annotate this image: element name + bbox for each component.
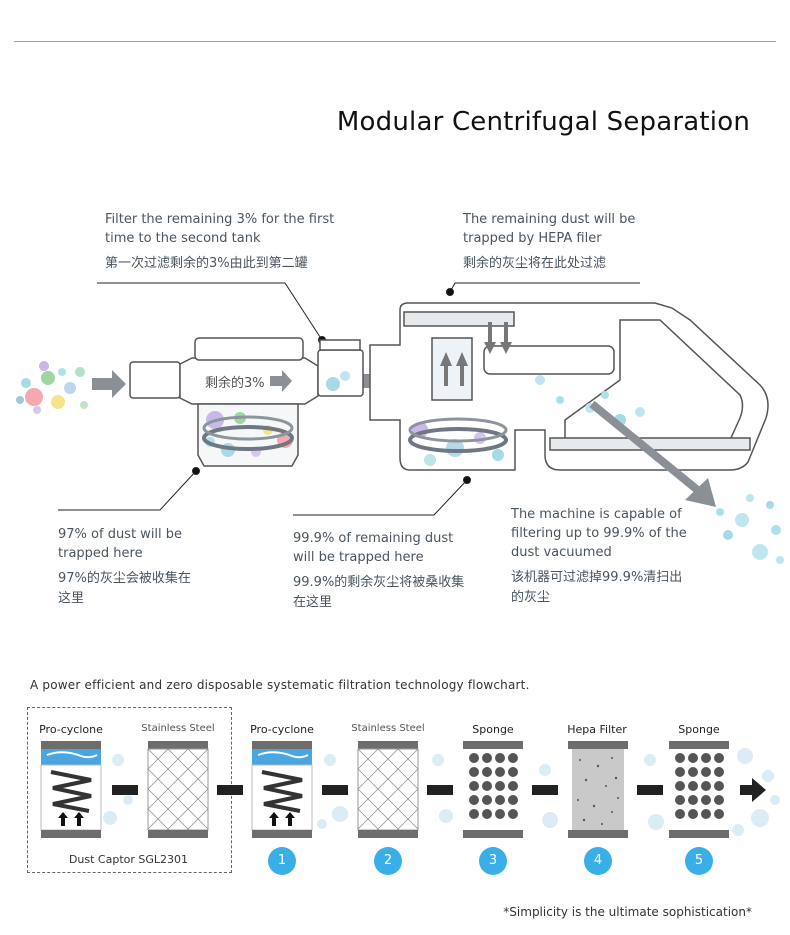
stage-label-cyclone-group: Pro-cyclone [39,723,103,736]
stage-label-hepa: Hepa Filter [567,723,627,736]
leader-dot-dust97 [192,467,200,475]
vacuum-body [369,302,769,471]
stage-label-mesh-group: Stainless Steel [141,723,215,734]
annotation-machine: The machine is capable of filtering up t… [511,505,691,608]
annotation-dust999-cn: 99.9%的剩余灰尘将被桑收集在这里 [293,575,465,610]
annotation-first-filter: Filter the remaining 3% for the first ti… [105,210,335,274]
leader-dot-dust999 [463,476,471,484]
annotation-first-filter-cn: 第一次过滤剩余的3%由此到第二罐 [105,256,308,271]
device-illustration: 剩余的3% [16,282,784,564]
stage-mesh [357,741,419,838]
leader-line-first-filter [97,282,323,341]
incoming-dust-particles [16,361,88,414]
step-badge-1: 1 [268,847,296,875]
exhaust-particles [716,494,784,564]
annotation-machine-cn: 该机器可过滤掉99.9%清扫出的灰尘 [511,570,683,605]
stage-label-sponge-final: Sponge [678,723,720,736]
flowchart-background-particles [103,748,780,836]
leader-line-dust97 [58,470,197,511]
leader-lines [58,282,640,516]
step-badge-2: 2 [374,847,402,875]
stage-cyclone-group [40,741,102,838]
top-divider [14,41,776,42]
annotation-hepa-cn: 剩余的灰尘将在此处过滤 [463,256,607,271]
hepa-arrows [440,322,512,386]
stage-label-sponge: Sponge [472,723,514,736]
annotation-machine-en: The machine is capable of filtering up t… [511,507,687,560]
stage-hepa [568,741,628,838]
annotation-hepa-en: The remaining dust will be trapped by HE… [463,212,636,246]
stage-connectors [112,778,766,802]
leader-line-dust999 [293,479,468,516]
annotation-dust97-cn: 97%的灰尘会被收集在这里 [58,571,191,606]
footer-slogan: *Simplicity is the ultimate sophisticati… [503,905,752,919]
leader-line-hepa [449,282,640,293]
flowchart-caption: A power efficient and zero disposable sy… [30,678,530,692]
leader-dot-hepa [446,288,454,296]
flowchart-diagram [40,741,780,838]
stage-cyclone [251,741,313,838]
stage-sponge [463,741,523,838]
step-badge-4: 4 [584,847,612,875]
annotation-dust97-en: 97% of dust will be trapped here [58,527,183,561]
remaining-3-percent-label: 剩余的3% [205,375,265,391]
inner-arrow-icon [270,370,292,392]
stage-label-mesh: Stainless Steel [351,723,425,734]
body-dust [535,375,645,426]
step-badge-5: 5 [685,847,713,875]
second-tank-dust [408,417,508,466]
annotation-dust97: 97% of dust will be trapped here 97%的灰尘会… [58,525,198,609]
first-tank-dust [202,411,294,457]
connector-module [317,339,364,397]
annotation-dust999-en: 99.9% of remaining dust will be trapped … [293,531,454,565]
annotation-first-filter-en: Filter the remaining 3% for the first ti… [105,212,335,246]
stage-sponge-final [669,741,729,838]
page-title: Modular Centrifugal Separation [336,107,750,137]
annotation-hepa: The remaining dust will be trapped by HE… [463,210,653,274]
dust-captor-group-label: Dust Captor SGL2301 [68,853,189,866]
annotation-dust999: 99.9% of remaining dust will be trapped … [293,529,473,613]
step-badge-3: 3 [479,847,507,875]
exhaust-arrow-icon [589,400,716,507]
stage-mesh-group [147,741,209,838]
stage-label-cyclone: Pro-cyclone [250,723,314,736]
